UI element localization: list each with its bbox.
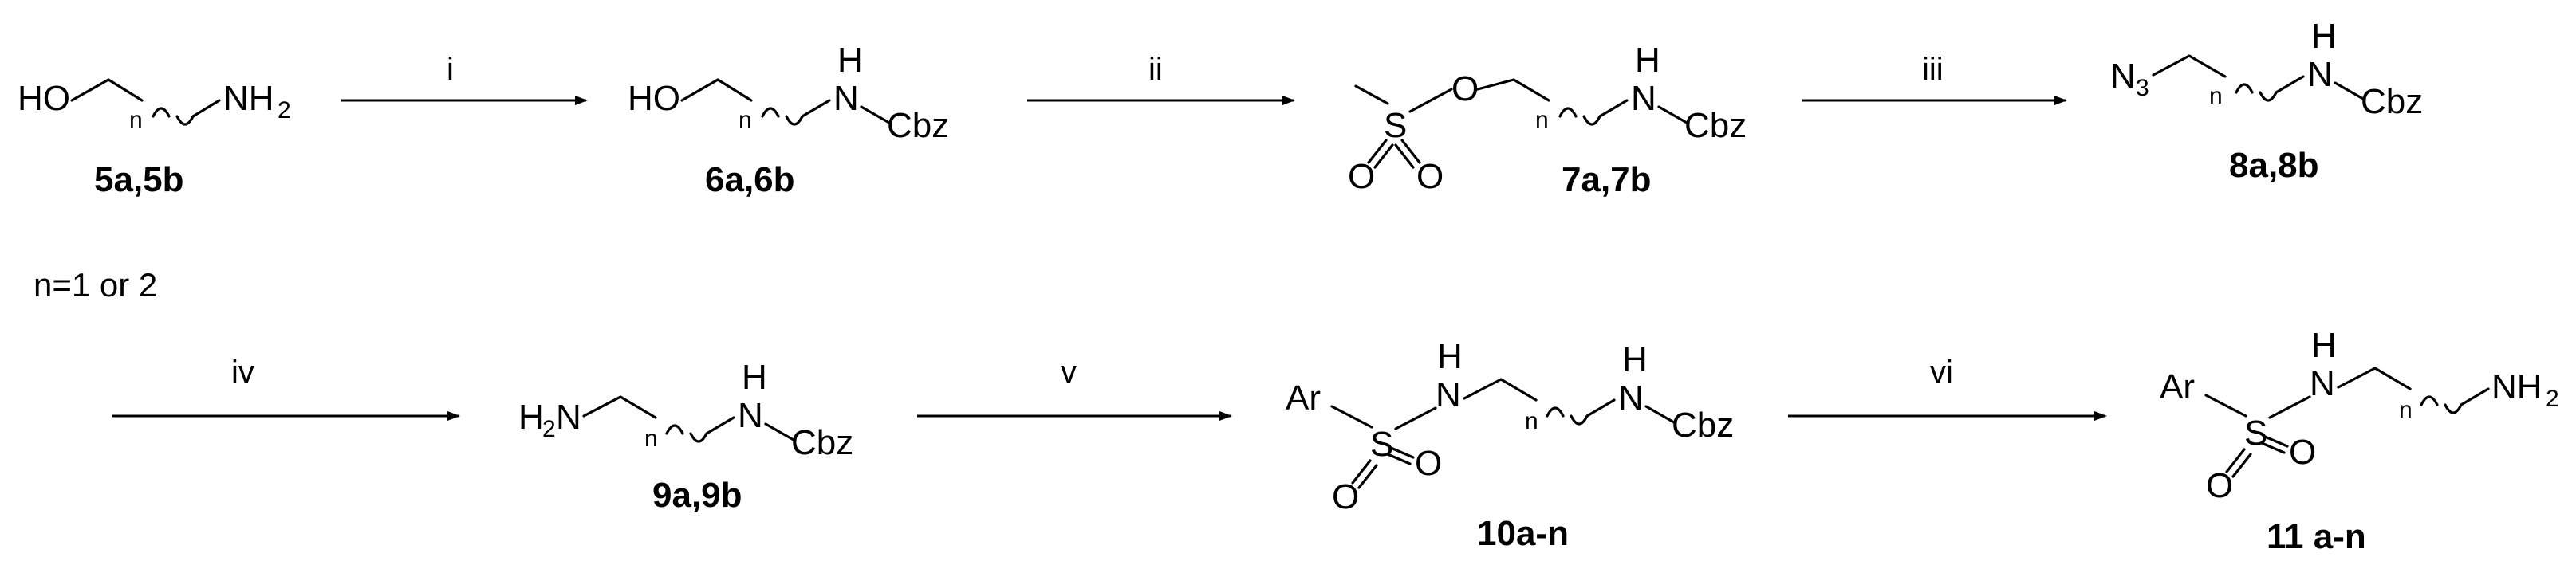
atom-n: N	[1631, 79, 1656, 118]
atom-ar: Ar	[1286, 379, 1321, 418]
atom-h: H	[2311, 17, 2337, 56]
compound-label-8: 8a,8b	[2229, 146, 2319, 185]
structure-7: S O n N H Cbz O O	[1348, 41, 1747, 196]
compound-label-9: 9a,9b	[652, 476, 742, 515]
atom-cbz: Cbz	[2361, 82, 2423, 121]
atom-n: N	[1618, 379, 1644, 418]
atom-o-left: O	[2206, 466, 2233, 505]
structure-9: H 2 N n N H Cbz	[518, 358, 853, 462]
condition-vi: vi	[1930, 355, 1953, 390]
compound-label-10: 10a-n	[1477, 514, 1569, 553]
label-n: n	[129, 107, 143, 133]
atom-o-right: O	[2289, 433, 2316, 472]
atom-cbz: Cbz	[1672, 406, 1734, 445]
condition-v: v	[1061, 355, 1077, 390]
atom-n3-subscript: 3	[2136, 75, 2149, 101]
atom-nh: NH	[223, 79, 274, 118]
compound-label-6: 6a,6b	[705, 160, 795, 199]
atom-h: H	[1622, 340, 1648, 379]
atom-s: S	[1370, 425, 1393, 464]
atom-n: N	[833, 79, 859, 118]
label-n: n	[1535, 107, 1549, 133]
condition-iv: iv	[231, 355, 254, 390]
structure-5: HO n NH 2	[18, 78, 291, 133]
atom-o-left: O	[1332, 477, 1359, 516]
atom-h: H	[837, 41, 863, 80]
atom-o-right: O	[1416, 157, 1444, 196]
atom-s: S	[2244, 414, 2267, 453]
atom-h2-subscript: 2	[278, 97, 291, 124]
label-n: n	[2399, 397, 2413, 423]
atom-h2n-subscript: 2	[542, 416, 556, 442]
atom-h: H	[742, 358, 767, 397]
label-n: n	[1525, 408, 1538, 434]
atom-cbz: Cbz	[887, 106, 949, 145]
atom-h2n-h: H	[518, 398, 544, 437]
condition-i: i	[447, 52, 454, 87]
atom-cbz: Cbz	[791, 423, 853, 462]
atom-h-sulfonamide: H	[2311, 326, 2337, 365]
compound-label-5: 5a,5b	[94, 160, 184, 199]
condition-ii: ii	[1148, 52, 1163, 87]
atom-s: S	[1384, 106, 1407, 145]
compound-label-7: 7a,7b	[1562, 160, 1652, 199]
atom-nh: NH	[2491, 367, 2543, 406]
atom-ar: Ar	[2160, 367, 2195, 406]
atom-n: N	[2307, 55, 2333, 94]
structure-6: HO n N H Cbz	[628, 41, 949, 145]
atom-o-left: O	[1348, 157, 1375, 196]
structure-10: Ar S N H n N H Cbz O O	[1286, 337, 1734, 516]
structure-8: N 3 n N H Cbz	[2110, 17, 2423, 121]
label-n: n	[644, 426, 658, 452]
atom-n-sulfonamide: N	[2310, 364, 2335, 403]
atom-o-right: O	[1415, 444, 1442, 483]
label-n: n	[739, 107, 752, 133]
label-n: n	[2209, 83, 2223, 109]
atom-h-sulfonamide: H	[1437, 337, 1463, 376]
atom-h: H	[1635, 41, 1660, 80]
atom-ho: HO	[18, 79, 70, 118]
atom-ho: HO	[628, 79, 680, 118]
compound-label-11: 11 a-n	[2267, 517, 2366, 556]
atom-cbz: Cbz	[1684, 106, 1747, 145]
atom-o-ester: O	[1451, 69, 1479, 108]
atom-n: N	[738, 396, 763, 435]
n-value-note: n=1 or 2	[33, 266, 157, 304]
atom-n-sulfonamide: N	[1436, 375, 1461, 414]
structure-11: Ar S N H n NH 2 O O	[2160, 326, 2559, 505]
atom-h2n-n: N	[556, 398, 581, 437]
atom-n3: N	[2110, 57, 2136, 96]
atom-h2-subscript: 2	[2546, 386, 2559, 412]
condition-iii: iii	[1922, 52, 1944, 87]
